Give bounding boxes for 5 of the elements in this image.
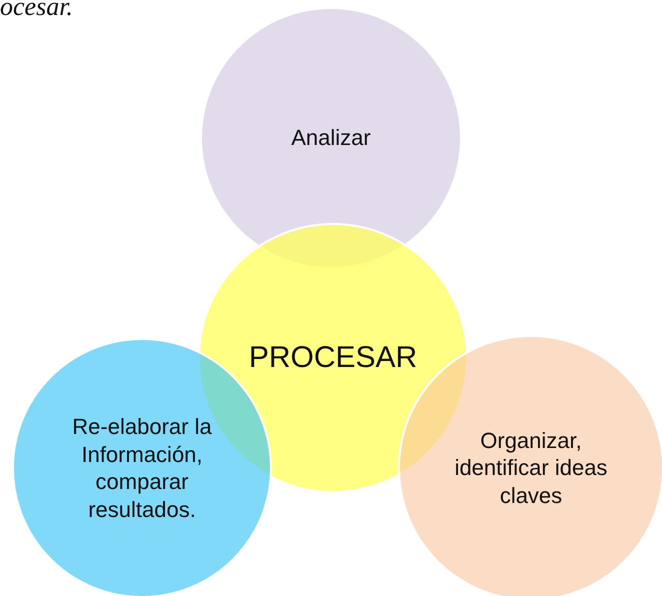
title: ocesar. — [0, 0, 73, 22]
circle-label: Analizar — [291, 124, 371, 152]
circle-label: Organizar, identificar ideas claves — [454, 426, 608, 510]
circle-label: PROCESAR — [248, 340, 418, 376]
circle-label: Re-elaborar la Información, comparar resultados. — [71, 413, 213, 523]
